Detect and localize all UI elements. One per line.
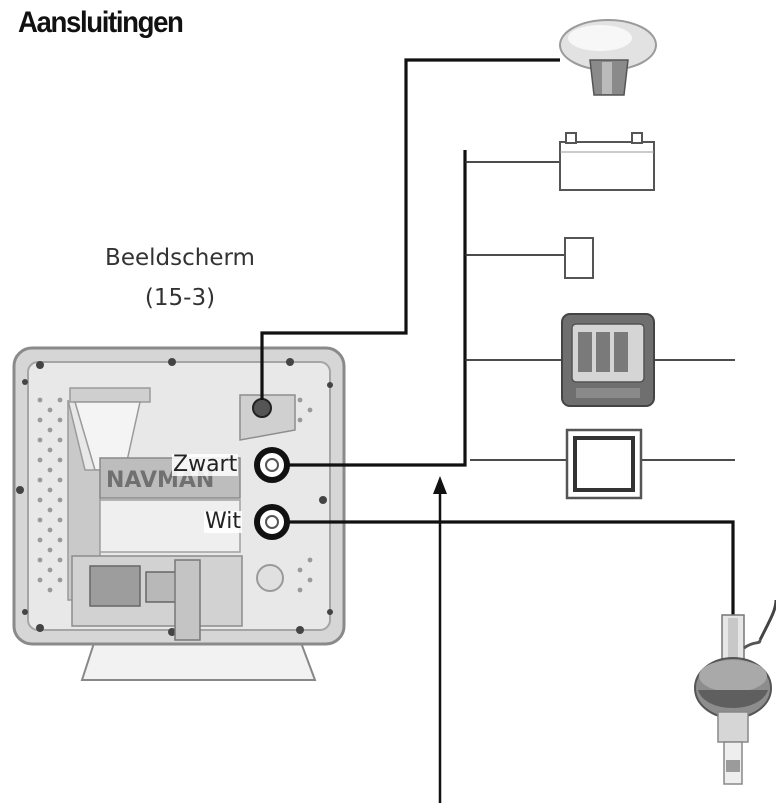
display-unit: NAVMAN [12, 346, 346, 681]
pointer-arrow [433, 476, 447, 803]
white-port-label: Wit [204, 509, 243, 534]
display-stand [80, 639, 317, 681]
fuse-icon [564, 237, 594, 279]
bracket-top [69, 387, 151, 403]
battery-icon [559, 132, 655, 191]
display-caption: Beeldscherm (15-3) [80, 238, 280, 318]
gps-antenna-icon [559, 19, 657, 96]
mounting-holes [16, 358, 333, 636]
black-port-label: Zwart [172, 452, 239, 477]
antenna-port [252, 398, 272, 418]
display-model: (15-3) [144, 285, 216, 311]
nmea-junction-box-icon [565, 428, 643, 500]
display-name: Beeldscherm [105, 245, 255, 271]
antenna-cable [260, 58, 560, 400]
black-port-pin [265, 458, 279, 472]
page-title: Aansluitingen [18, 6, 184, 39]
vent-grid [37, 397, 313, 593]
white-cable [287, 520, 735, 620]
white-port-pin [265, 515, 279, 529]
instrument-display-icon [561, 313, 655, 407]
fuel-flow-sensor-icon [694, 599, 776, 785]
mount-knob-left [89, 565, 141, 607]
unused-port [256, 564, 284, 592]
mount-arm [174, 559, 201, 641]
branch-wires [465, 161, 735, 461]
